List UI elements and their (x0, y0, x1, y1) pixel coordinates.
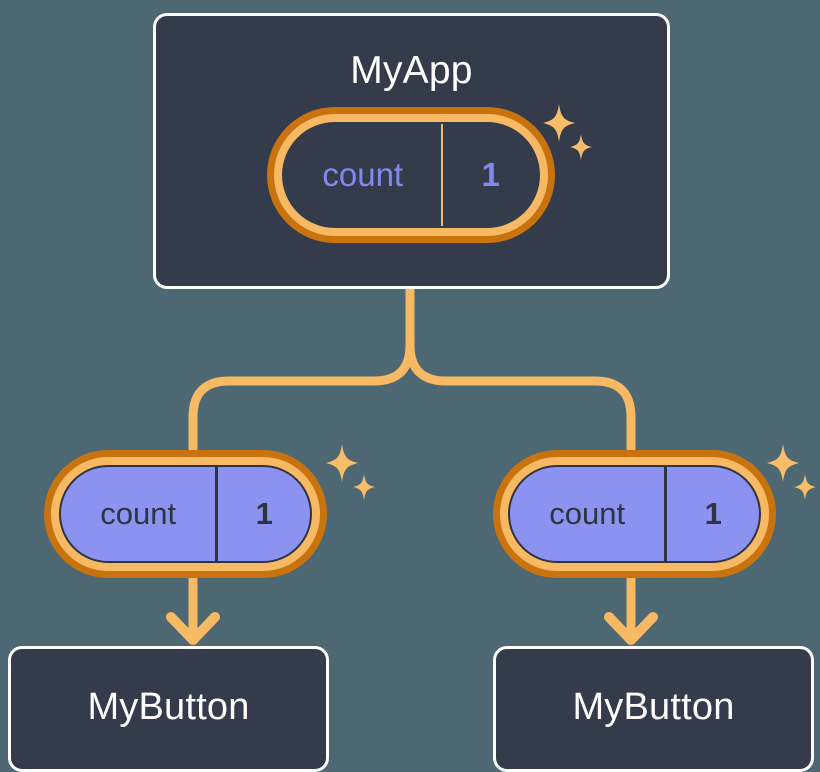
state-pill-myapp-ring: count 1 (274, 114, 548, 236)
state-pill-right-body: count 1 (508, 465, 761, 563)
connector-root-to-right (405, 284, 636, 457)
sparkle-star-small (794, 474, 816, 500)
sparkle-star-large (326, 444, 358, 482)
mybutton-card-left[interactable]: MyButton (8, 646, 329, 772)
state-pill-left-value: 1 (215, 467, 310, 561)
sparkle-star-large (767, 444, 799, 482)
sparkle-star-small (353, 474, 375, 500)
mybutton-card-left-title: MyButton (87, 686, 250, 728)
state-pill-right-ring: count 1 (500, 457, 769, 571)
state-pill-myapp-value: 1 (441, 124, 538, 226)
sparkle-icon-left (326, 444, 375, 500)
arrow-head-right (604, 612, 658, 645)
state-pill-right-key: count (549, 496, 626, 531)
state-pill-myapp-key: count (322, 156, 404, 193)
myapp-card-title: MyApp (350, 49, 473, 92)
state-pill-right-value: 1 (664, 467, 759, 561)
arrow-head-left (166, 612, 220, 645)
state-pill-left-key: count (100, 496, 177, 531)
state-pill-left-body: count 1 (59, 465, 312, 563)
mybutton-card-right-title: MyButton (572, 686, 735, 728)
mybutton-card-right[interactable]: MyButton (493, 646, 814, 772)
connector-root-to-left (188, 284, 415, 457)
state-pill-left[interactable]: count 1 (44, 450, 327, 578)
state-pill-myapp[interactable]: count 1 (267, 107, 555, 243)
state-pill-right[interactable]: count 1 (493, 450, 776, 578)
state-pill-myapp-body: count 1 (282, 122, 540, 228)
state-pill-left-ring: count 1 (51, 457, 320, 571)
